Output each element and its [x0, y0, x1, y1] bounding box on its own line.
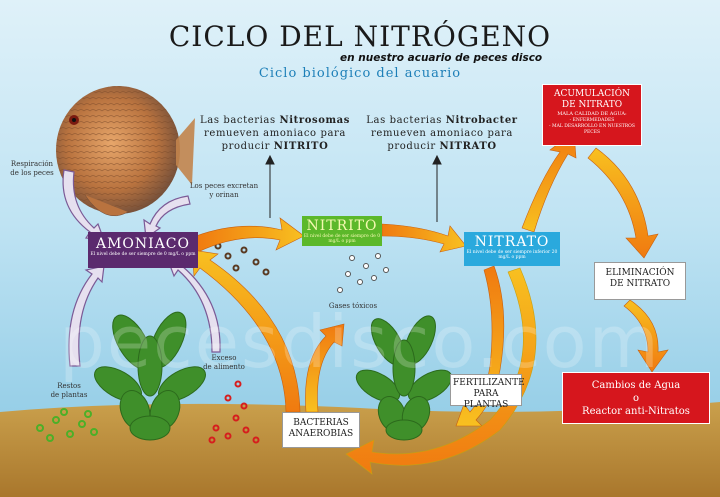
node-nitrito: NITRITO El nivel debe de ser siempre de … — [302, 216, 382, 246]
arrow-anaerobias-to-amoniaco — [191, 249, 301, 413]
node-amoniaco: AMONIACO El nivel debe de ser siempre de… — [88, 232, 198, 268]
discus-fish-icon — [56, 86, 195, 217]
node-cambios-agua: Cambios de Agua o Reactor anti-Nitratos — [562, 372, 710, 424]
plant-debris-icon — [36, 408, 98, 442]
node-bacterias-anaerobias: BACTERIAS ANAEROBIAS — [282, 412, 360, 448]
bacteria-arrows — [265, 154, 442, 222]
plant-left-icon — [94, 311, 206, 441]
label-gases: Gases tóxicos — [328, 302, 378, 310]
fish-waste-icon — [214, 242, 270, 280]
arrow-nitrito-to-nitrato — [381, 223, 467, 253]
page-subtitle: en nuestro acuario de peces disco — [340, 52, 543, 64]
arrow-acumulacion-to-eliminacion — [587, 147, 659, 259]
debris-arrow — [68, 265, 105, 367]
page-title: CICLO DEL NITRÓGENO — [168, 20, 552, 53]
watermark: pecesdisco.com — [59, 300, 661, 384]
node-fertilizante: FERTILIZANTE PARA PLANTAS — [450, 374, 525, 410]
node-nitrato: NITRATO El nivel debe de ser siempre inf… — [464, 232, 560, 266]
node-eliminacion-nitrato: ELIMINACIÓN DE NITRATO — [594, 262, 686, 300]
page-subtitle-secondary: Ciclo biológico del acuario — [258, 66, 462, 81]
arrow-nitrato-to-acumulacion — [521, 131, 577, 233]
excess-food-icon — [208, 380, 260, 444]
note-nitrobacter: Las bacterias Nitrobacter remueven amoni… — [366, 115, 518, 152]
note-nitrosomas: Las bacterias Nitrosomas remueven amonia… — [200, 115, 350, 152]
toxic-gas-bubbles-icon — [337, 253, 389, 293]
plant-right-icon — [355, 315, 453, 441]
arrow-amoniaco-to-nitrito — [195, 217, 305, 253]
arrow-anaerobias-up — [305, 323, 345, 413]
node-acumulacion-nitrato: ACUMULACIÓN DE NITRATO MALA CALIDAD DE A… — [542, 84, 642, 146]
